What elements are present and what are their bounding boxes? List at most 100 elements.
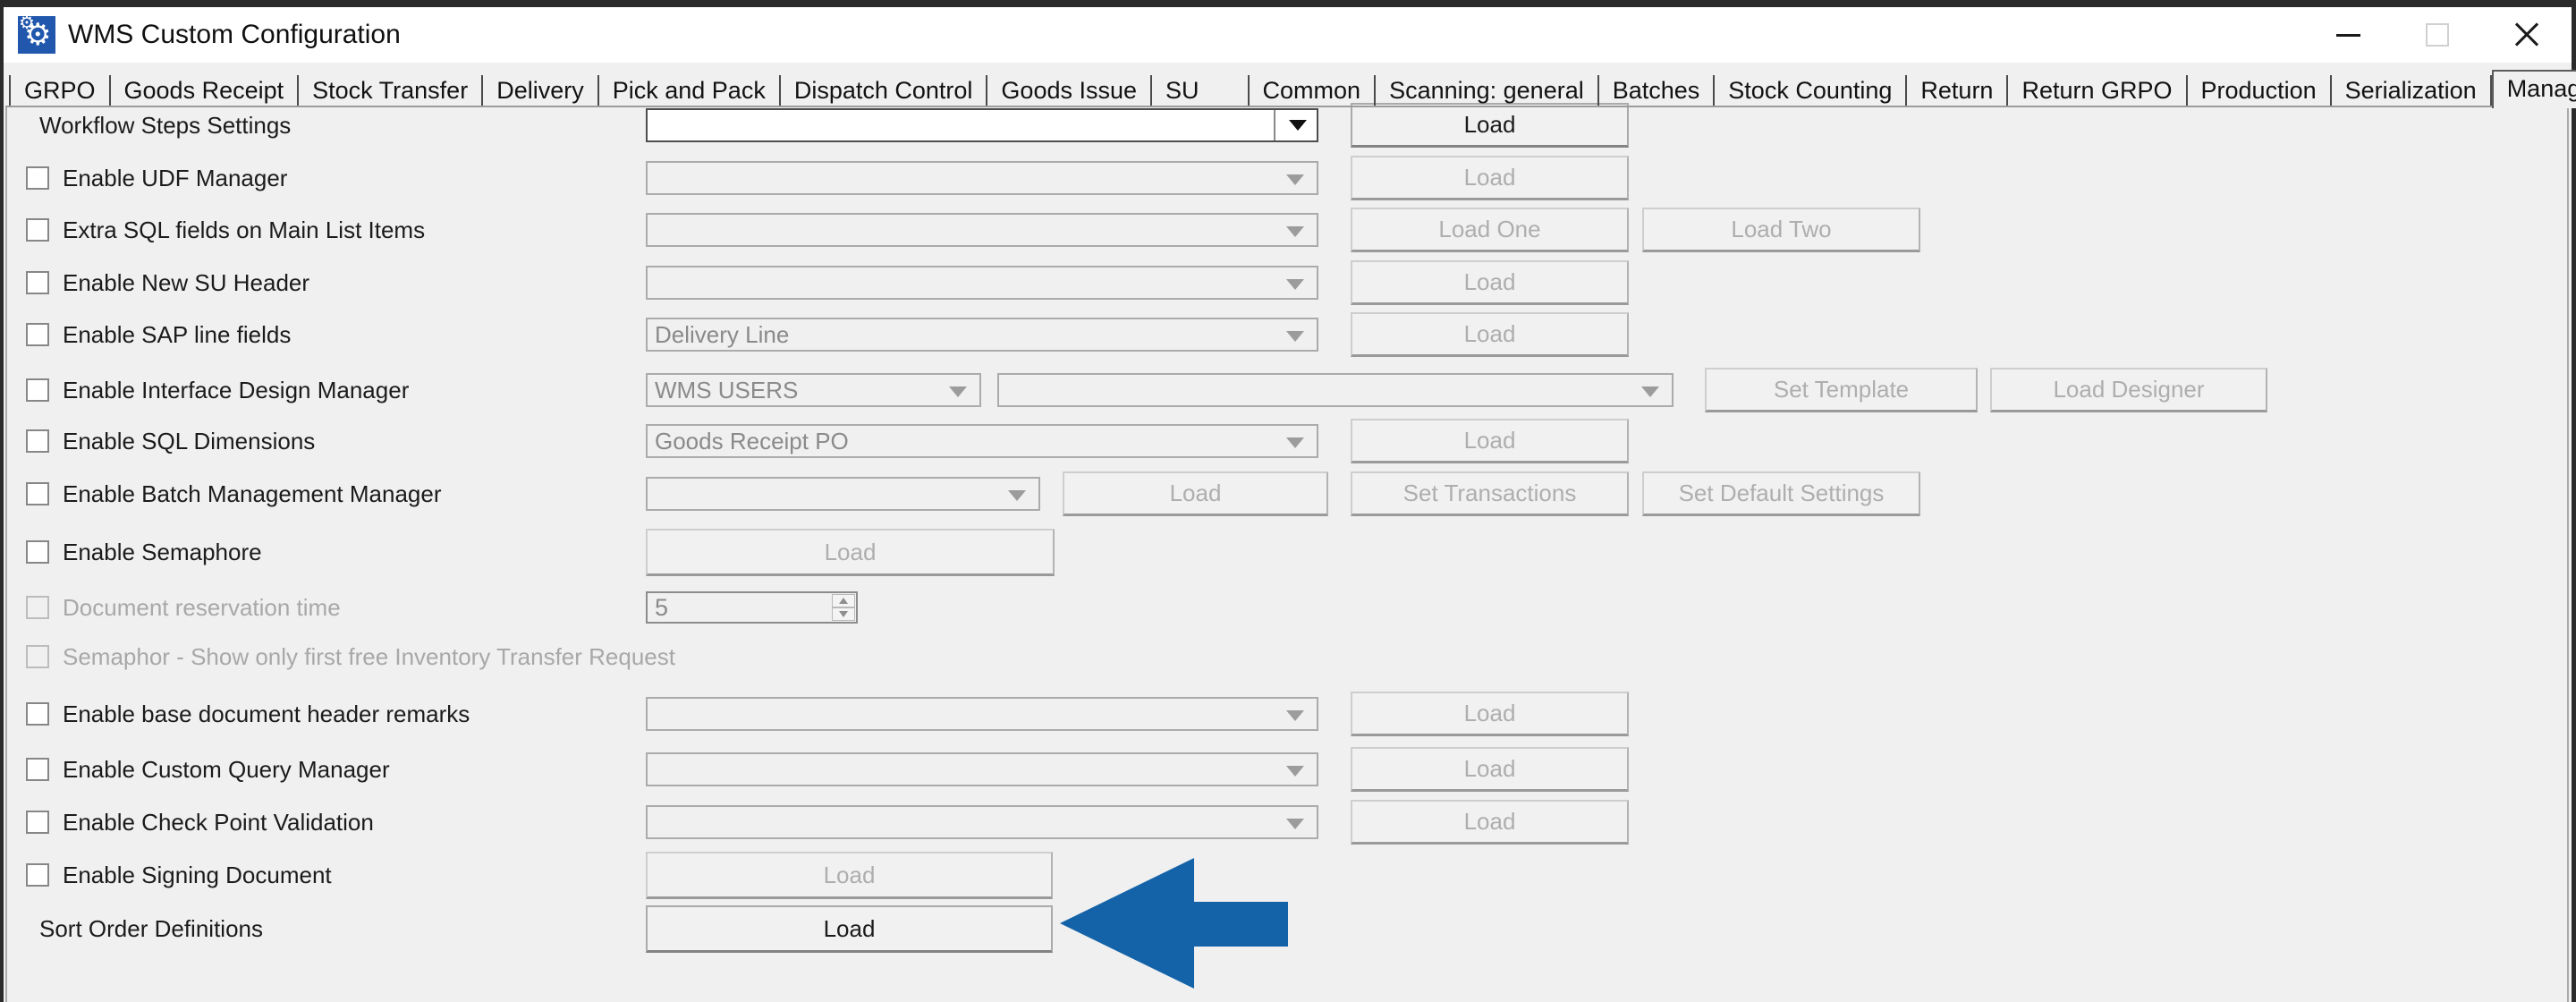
spinner-down-icon <box>839 611 848 617</box>
checkbox-extra-sql-fields[interactable] <box>26 218 49 242</box>
base-document-header-remarks-load-button: Load <box>1351 692 1629 736</box>
label-enable-sap-line-fields: Enable SAP line fields <box>63 321 292 348</box>
chevron-down-icon <box>1286 766 1304 777</box>
spinner-up-button <box>832 594 855 607</box>
sort-order-definitions-load-button[interactable]: Load <box>646 905 1053 953</box>
label-enable-signing-document: Enable Signing Document <box>63 862 332 888</box>
tab-su[interactable]: SU <box>1152 75 1250 106</box>
label-enable-interface-design-manager: Enable Interface Design Manager <box>63 377 410 403</box>
label-enable-semaphore: Enable Semaphore <box>63 539 262 565</box>
checkbox-semaphor-show-only-first-free <box>26 645 49 668</box>
tab-goods-receipt[interactable]: Goods Receipt <box>111 75 300 106</box>
label-sort-order-definitions: Sort Order Definitions <box>39 915 263 942</box>
client-area <box>4 63 2572 1002</box>
checkbox-enable-batch-management-manager[interactable] <box>26 482 49 505</box>
highlight-arrow-icon <box>1190 902 1288 947</box>
sap-line-fields-combo-value: Delivery Line <box>655 321 790 348</box>
maximize-button <box>2393 7 2482 63</box>
gear-icon: ⚙ <box>19 13 35 33</box>
workflow-steps-combo[interactable] <box>646 108 1318 142</box>
close-button[interactable] <box>2482 7 2572 63</box>
sap-line-fields-combo: Delivery Line <box>646 318 1318 352</box>
workflow-steps-load-button[interactable]: Load <box>1351 103 1629 148</box>
label-enable-check-point-validation: Enable Check Point Validation <box>63 809 374 836</box>
spinner-down-button <box>832 607 855 621</box>
tab-return[interactable]: Return <box>1907 75 2009 106</box>
minimize-button[interactable] <box>2303 7 2393 63</box>
page-border <box>5 106 7 1002</box>
tab-manager[interactable]: Manager <box>2491 70 2576 108</box>
sql-dimensions-load-button: Load <box>1351 419 1629 463</box>
sap-line-fields-load-button: Load <box>1351 312 1629 357</box>
label-workflow-steps-settings: Workflow Steps Settings <box>39 112 292 139</box>
label-enable-sql-dimensions: Enable SQL Dimensions <box>63 428 316 454</box>
new-su-header-combo <box>646 266 1318 300</box>
interface-design-users-combo-value: WMS USERS <box>655 377 799 403</box>
tab-strip: GRPO Goods Receipt Stock Transfer Delive… <box>9 70 2576 108</box>
checkbox-enable-base-document-header-remarks[interactable] <box>26 702 49 726</box>
checkbox-enable-signing-document[interactable] <box>26 863 49 887</box>
tab-stock-counting[interactable]: Stock Counting <box>1715 75 1908 106</box>
dropdown-arrow-button[interactable] <box>1274 110 1317 140</box>
batch-management-load-button: Load <box>1063 471 1328 516</box>
tab-common[interactable]: Common <box>1250 75 1377 106</box>
tab-scanning-general[interactable]: Scanning: general <box>1376 75 1599 106</box>
tab-grpo[interactable]: GRPO <box>9 75 111 106</box>
spinner-up-icon <box>839 598 848 604</box>
new-su-header-load-button: Load <box>1351 260 1629 305</box>
chevron-down-icon <box>1641 386 1659 397</box>
check-point-validation-combo <box>646 805 1318 839</box>
load-designer-button: Load Designer <box>1990 368 2267 412</box>
chevron-down-icon <box>1286 226 1304 237</box>
window-title: WMS Custom Configuration <box>68 20 401 49</box>
checkbox-enable-sql-dimensions[interactable] <box>26 429 49 453</box>
checkbox-enable-interface-design-manager[interactable] <box>26 378 49 402</box>
checkbox-enable-new-su-header[interactable] <box>26 271 49 294</box>
checkbox-enable-udf-manager[interactable] <box>26 166 49 190</box>
chevron-down-icon <box>1286 279 1304 290</box>
label-enable-batch-management-manager: Enable Batch Management Manager <box>63 480 442 507</box>
tab-batches[interactable]: Batches <box>1599 75 1716 106</box>
interface-design-users-combo: WMS USERS <box>646 373 981 407</box>
page-border <box>2567 106 2569 1002</box>
set-template-button: Set Template <box>1705 368 1978 412</box>
label-document-reservation-time: Document reservation time <box>63 594 341 621</box>
chevron-down-icon <box>949 386 967 397</box>
chevron-down-icon <box>1286 819 1304 829</box>
load-two-button: Load Two <box>1642 208 1920 252</box>
checkbox-enable-semaphore[interactable] <box>26 540 49 564</box>
tab-goods-issue[interactable]: Goods Issue <box>987 75 1153 106</box>
chevron-down-icon <box>1286 710 1304 721</box>
tab-stock-transfer[interactable]: Stock Transfer <box>299 75 484 106</box>
maximize-icon <box>2426 23 2449 47</box>
tab-serialization[interactable]: Serialization <box>2332 75 2492 106</box>
sql-dimensions-combo-value: Goods Receipt PO <box>655 428 849 454</box>
semaphore-load-button: Load <box>646 529 1055 576</box>
udf-manager-load-button: Load <box>1351 156 1629 200</box>
signing-document-load-button: Load <box>646 852 1053 899</box>
set-default-settings-button: Set Default Settings <box>1642 471 1920 516</box>
check-point-validation-load-button: Load <box>1351 800 1629 845</box>
label-semaphor-show-only-first-free: Semaphor - Show only first free Inventor… <box>63 643 675 670</box>
tab-delivery[interactable]: Delivery <box>483 75 599 106</box>
checkbox-enable-sap-line-fields[interactable] <box>26 323 49 346</box>
load-one-button: Load One <box>1351 208 1629 252</box>
chevron-down-icon <box>1286 437 1304 448</box>
window-controls <box>2303 7 2572 63</box>
gear-icon: ⚙ <box>24 18 52 52</box>
tab-dispatch-control[interactable]: Dispatch Control <box>781 75 988 106</box>
interface-design-template-combo <box>997 373 1674 407</box>
label-enable-udf-manager: Enable UDF Manager <box>63 165 288 191</box>
tab-pick-and-pack[interactable]: Pick and Pack <box>599 75 781 106</box>
base-document-header-remarks-combo <box>646 697 1318 731</box>
tab-return-grpo[interactable]: Return GRPO <box>2008 75 2188 106</box>
minimize-icon <box>2335 33 2360 37</box>
sql-dimensions-combo: Goods Receipt PO <box>646 424 1318 458</box>
extra-sql-fields-combo <box>646 213 1318 247</box>
label-enable-base-document-header-remarks: Enable base document header remarks <box>63 701 470 727</box>
checkbox-enable-custom-query-manager[interactable] <box>26 758 49 781</box>
tab-production[interactable]: Production <box>2188 75 2332 106</box>
title-bar: ⚙ ⚙ WMS Custom Configuration <box>4 7 2572 63</box>
checkbox-enable-check-point-validation[interactable] <box>26 811 49 834</box>
